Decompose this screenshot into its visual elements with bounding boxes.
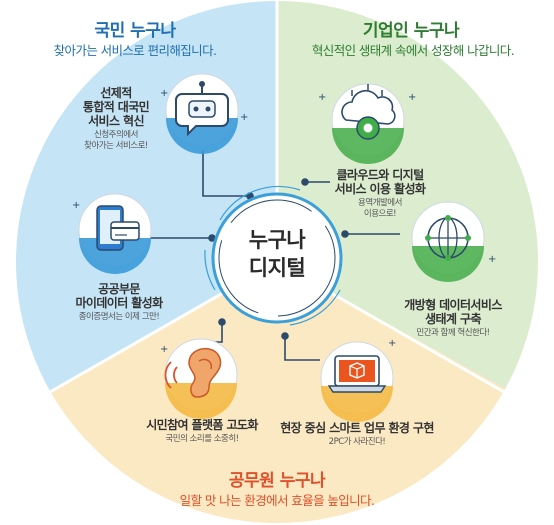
ear-icon <box>164 338 238 419</box>
citizen-title: 국민 누구나 <box>94 21 176 41</box>
item-integrated-service: 선제적 통합적 대국민 서비스 혁신 신청주의에서 찾아가는 서비스로! <box>66 86 166 152</box>
item-title-line: 마이데이터 활성화 <box>75 296 163 310</box>
item-sub-line: 종이증명서는 이제 그만! <box>78 312 160 322</box>
svg-text:+: + <box>72 200 80 211</box>
item-participation: 시민참여 플랫폼 고도화 국민의 소리를 소중히! <box>127 418 277 445</box>
center-title: 누구나 디지털 <box>227 226 327 282</box>
decorative-sparkles: + + + + + + + + <box>72 88 496 355</box>
item-sub-line: 찾아가는 서비스로! <box>84 141 148 151</box>
item-sub-line: 민간과 함께 혁신한다! <box>416 328 490 338</box>
item-sub-line: 국민의 소리를 소중히! <box>165 434 239 444</box>
laptop-box-icon <box>320 341 394 422</box>
item-sub-line: 신청주의에서 <box>94 130 138 140</box>
item-cloud: 클라우드와 디지털 서비스 이용 활성화 용역개발에서 이용으로! <box>320 168 440 220</box>
item-title-line: 생태계 구축 <box>425 312 481 326</box>
svg-text:+: + <box>318 92 326 103</box>
center-hub <box>204 185 343 326</box>
item-sub-line: 용역개발에서 <box>358 198 402 208</box>
item-title-line: 공공부문 <box>98 282 140 296</box>
phone-card-icon <box>78 193 152 274</box>
item-title-line: 현장 중심 스마트 업무 환경 구현 <box>280 421 434 435</box>
official-subtitle: 일할 맛 나는 환경에서 효율을 높입니다. <box>179 493 375 508</box>
center-title-line2: 디지털 <box>248 256 306 280</box>
business-title: 기업인 누구나 <box>362 21 460 41</box>
svg-text:+: + <box>488 254 496 265</box>
svg-text:+: + <box>388 338 396 349</box>
item-title-line: 서비스 이용 활성화 <box>334 182 426 196</box>
robot-chat-icon <box>165 73 239 154</box>
business-subtitle: 혁신적인 생태계 속에서 성장해 나갑니다. <box>311 43 515 58</box>
cloud-gear-icon <box>331 83 405 164</box>
network-globe-icon <box>411 201 485 282</box>
connector-lines <box>150 150 400 361</box>
item-title-line: 시민참여 플랫폼 고도화 <box>146 418 258 432</box>
svg-text:+: + <box>408 92 416 103</box>
svg-text:+: + <box>160 88 168 99</box>
item-sub-line: 2PC가 사라진다! <box>328 437 386 447</box>
item-sub-line: 이용으로! <box>363 209 397 219</box>
item-title-line: 통합적 대국민 <box>82 100 150 114</box>
item-title-line: 개방형 데이터서비스 <box>404 298 502 312</box>
svg-text:+: + <box>160 344 168 355</box>
item-title-line: 서비스 혁신 <box>88 114 144 128</box>
item-open-data: 개방형 데이터서비스 생태계 구축 민간과 함께 혁신한다! <box>393 298 513 339</box>
official-title: 공무원 누구나 <box>228 471 326 491</box>
item-title-line: 클라우드와 디지털 <box>336 168 424 182</box>
item-smart-work: 현장 중심 스마트 업무 환경 구현 2PC가 사라진다! <box>272 421 442 448</box>
citizen-subtitle: 찾아가는 서비스로 편리해집니다. <box>53 43 217 58</box>
item-title-line: 선제적 <box>100 86 132 100</box>
center-title-line1: 누구나 <box>248 228 306 252</box>
item-mydata: 공공부문 마이데이터 활성화 종이증명서는 이제 그만! <box>64 282 174 323</box>
svg-text:+: + <box>240 112 248 123</box>
